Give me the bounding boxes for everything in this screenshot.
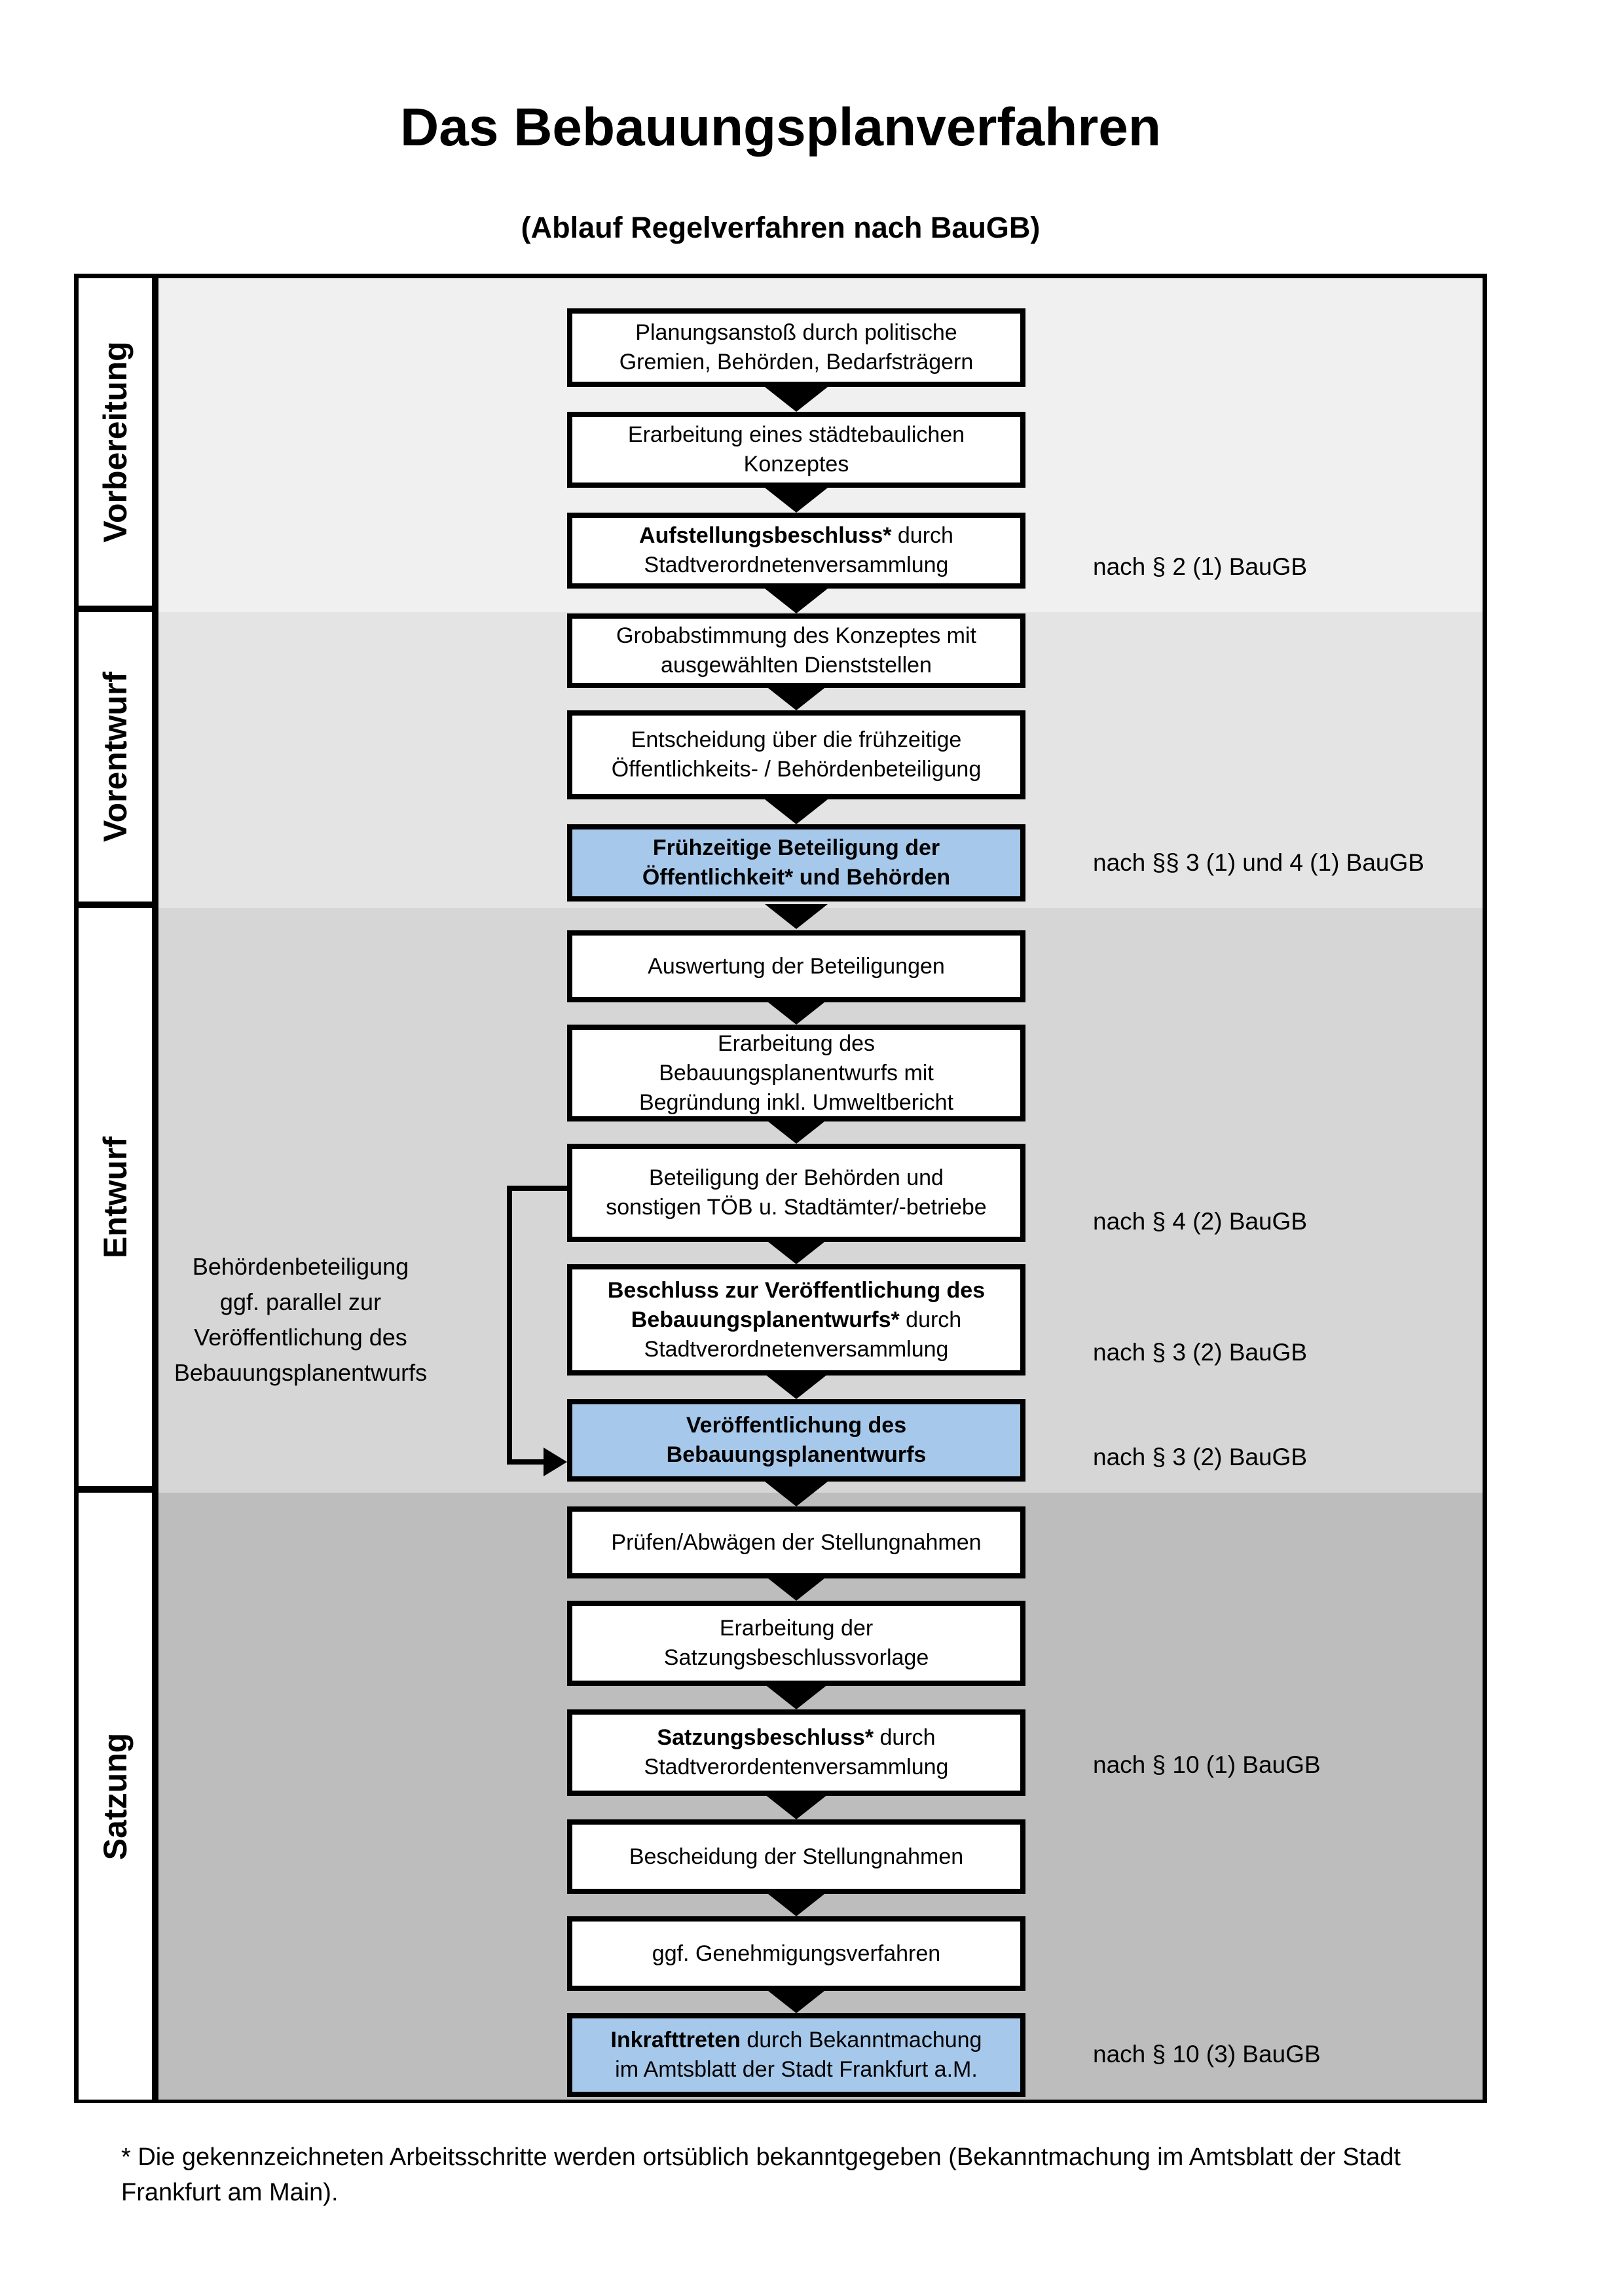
down-arrow-icon <box>765 1685 828 1709</box>
flow-step-inkrafttreten: Inkrafttreten durch Bekanntmachung im Am… <box>567 2013 1025 2097</box>
down-arrow-icon <box>765 1119 828 1144</box>
annotation-para-3-2-b: nach § 3 (2) BauGB <box>1093 1444 1308 1470</box>
connector-top-segment <box>507 1186 567 1191</box>
flow-step-konzept: Erarbeitung eines städtebaulichen Konzep… <box>567 412 1025 488</box>
flow-step-satzungsbeschluss: Satzungsbeschluss* durch Stadtverordente… <box>567 1709 1025 1796</box>
phase-label-vorbereitung: Vorbereitung <box>97 341 134 543</box>
down-arrow-icon <box>765 1891 828 1916</box>
flow-step-behoerdenbeteiligung: Beteiligung der Behörden und sonstigen T… <box>567 1144 1025 1242</box>
phase-label-cell-vorbereitung: Vorbereitung <box>79 278 158 612</box>
flow-step-veroeffentlichung: Veröffentlichung des Bebauungsplanentwur… <box>567 1399 1025 1482</box>
down-arrow-icon <box>765 1239 828 1264</box>
side-note-behoerdenbeteiligung: Behördenbeteiligung ggf. parallel zur Ve… <box>174 1253 428 1386</box>
flow-step-grobabstimmung: Grobabstimmung des Konzeptes mit ausgewä… <box>567 613 1025 688</box>
flow-step-pruefen-abwaegen: Prüfen/Abwägen der Stellungnahmen <box>567 1506 1025 1578</box>
flow-step-entscheidung-beteiligung: Entscheidung über die frühzeitige Öffent… <box>567 710 1025 799</box>
down-arrow-icon <box>765 1576 828 1601</box>
annotation-para-2-1: nach § 2 (1) BauGB <box>1093 553 1308 580</box>
down-arrow-icon <box>765 1795 828 1819</box>
page-subtitle: (Ablauf Regelverfahren nach BauGB) <box>521 211 1041 244</box>
flow-step-aufstellungsbeschluss: Aufstellungsbeschluss* durch Stadtverord… <box>567 513 1025 589</box>
down-arrow-icon <box>765 1482 828 1506</box>
flow-step-satzungsvorlage: Erarbeitung der Satzungsbeschlussvorlage <box>567 1601 1025 1686</box>
flow-step-genehmigungsverfahren: ggf. Genehmigungsverfahren <box>567 1916 1025 1991</box>
down-arrow-icon <box>765 904 828 929</box>
flow-step-bescheidung: Bescheidung der Stellungnahmen <box>567 1819 1025 1894</box>
flow-step-auswertung: Auswertung der Beteiligungen <box>567 930 1025 1002</box>
annotation-para-4-2: nach § 4 (2) BauGB <box>1093 1208 1308 1235</box>
connector-vertical-segment <box>507 1186 512 1465</box>
down-arrow-icon <box>765 1988 828 2013</box>
flow-step-veroeffentlichungsbeschluss: Beschluss zur Veröffentlichung des Bebau… <box>567 1264 1025 1376</box>
down-arrow-icon <box>765 488 828 513</box>
down-arrow-icon <box>765 387 828 412</box>
down-arrow-icon <box>765 1374 828 1399</box>
connector-bottom-segment <box>507 1459 546 1465</box>
down-arrow-icon <box>765 685 828 710</box>
phase-label-satzung: Satzung <box>97 1732 134 1860</box>
phase-label-vorentwurf: Vorentwurf <box>97 671 134 843</box>
footnote: * Die gekennzeichneten Arbeitsschritte w… <box>121 2143 1401 2206</box>
down-arrow-icon <box>765 589 828 613</box>
annotation-para-3-2-a: nach § 3 (2) BauGB <box>1093 1339 1308 1366</box>
diagram-frame: Vorbereitung Vorentwurf Entwurf Satzung … <box>74 274 1487 2103</box>
flow-step-fruehzeitige-beteiligung: Frühzeitige Beteiligung der Öffentlichke… <box>567 824 1025 902</box>
down-arrow-icon <box>765 799 828 824</box>
page-title: Das Bebauungsplanverfahren <box>400 98 1161 157</box>
down-arrow-icon <box>765 1000 828 1025</box>
flow-step-erarbeitung-entwurf: Erarbeitung des Bebauungsplanentwurfs mi… <box>567 1025 1025 1121</box>
annotation-para-3-4-1: nach §§ 3 (1) und 4 (1) BauGB <box>1093 849 1424 876</box>
phase-label-cell-vorentwurf: Vorentwurf <box>79 612 158 908</box>
annotation-para-10-3: nach § 10 (3) BauGB <box>1093 2041 1321 2068</box>
phase-label-cell-entwurf: Entwurf <box>79 908 158 1493</box>
annotation-para-10-1: nach § 10 (1) BauGB <box>1093 1751 1321 1778</box>
phase-label-cell-satzung: Satzung <box>79 1493 158 2100</box>
phase-label-entwurf: Entwurf <box>97 1136 134 1258</box>
flow-step-planungsanstoss: Planungsanstoß durch politische Gremien,… <box>567 308 1025 387</box>
arrow-right-icon <box>544 1448 567 1476</box>
